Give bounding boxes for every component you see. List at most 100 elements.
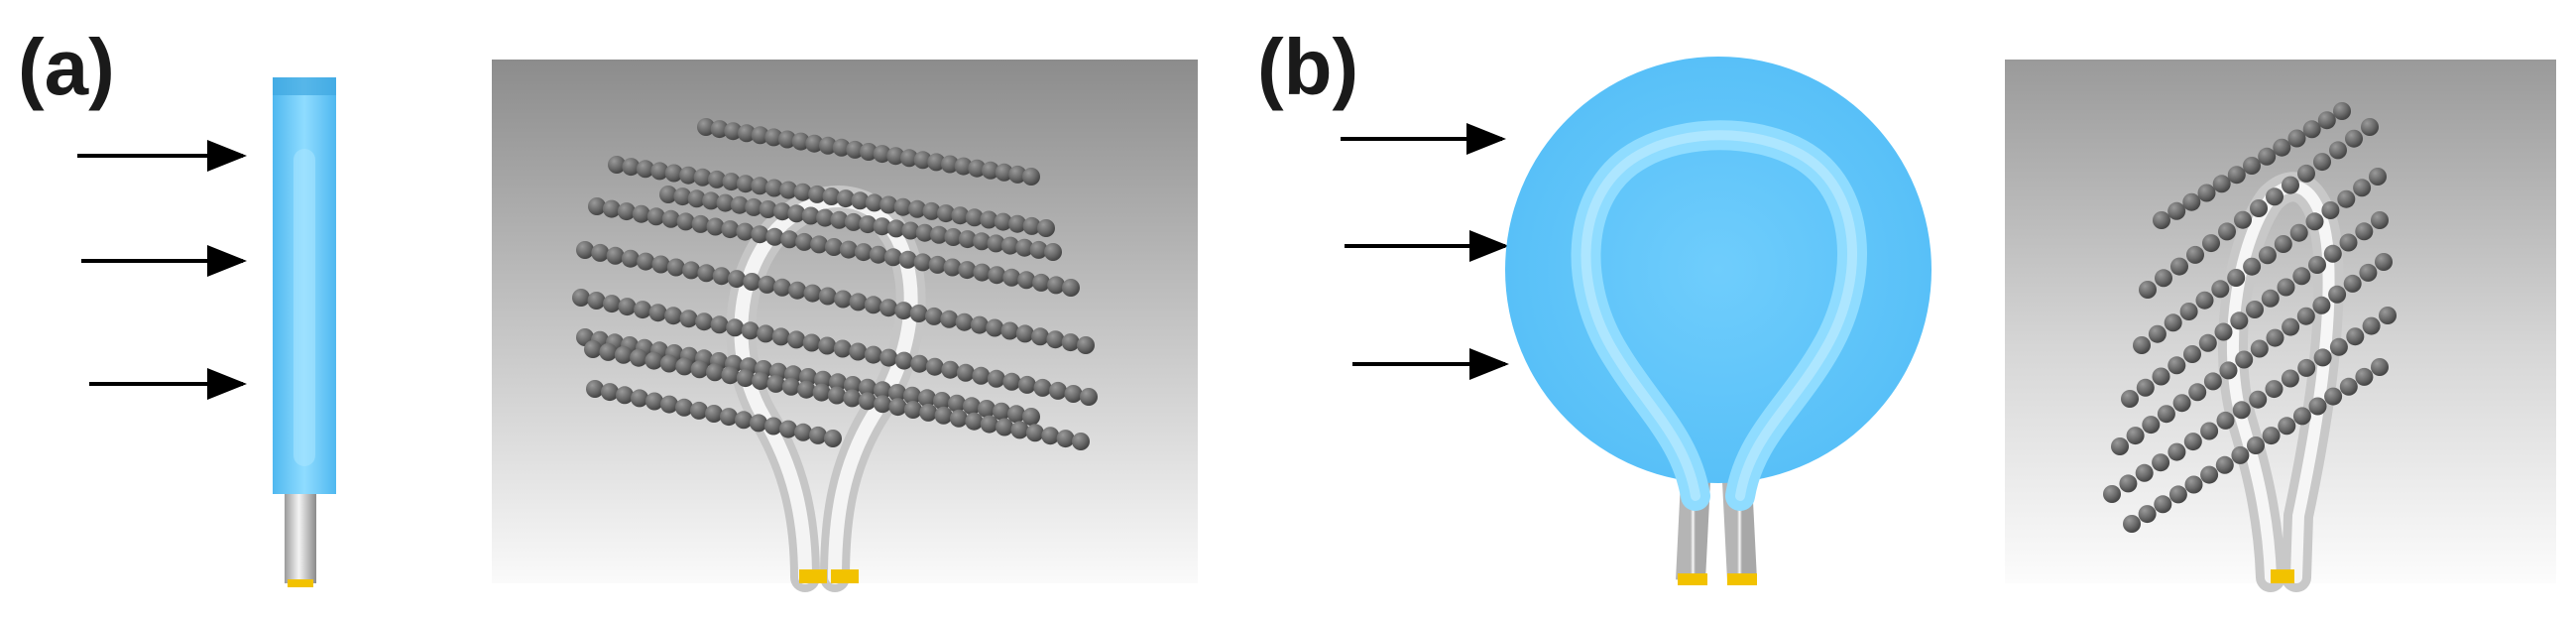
particle	[818, 287, 837, 306]
particle	[2215, 455, 2234, 474]
particle	[839, 240, 858, 259]
particle	[1022, 216, 1041, 235]
particle	[2167, 356, 2186, 375]
particle	[750, 414, 767, 433]
particle	[2337, 189, 2356, 208]
particle	[854, 243, 873, 262]
gold-base	[1678, 573, 1707, 585]
particle	[1008, 165, 1027, 184]
particle	[722, 173, 741, 191]
particle	[587, 292, 606, 310]
particle	[888, 384, 906, 402]
particle	[618, 298, 637, 316]
particle	[710, 315, 729, 334]
particle	[2333, 102, 2351, 120]
particle	[888, 398, 907, 417]
particle	[2231, 445, 2250, 464]
particle	[726, 318, 745, 337]
particle	[987, 234, 1005, 253]
particle	[2243, 257, 2262, 276]
particle	[2197, 184, 2216, 202]
particle	[771, 327, 790, 346]
particle	[894, 302, 913, 320]
particle	[874, 395, 892, 414]
particle	[972, 366, 991, 385]
particle	[743, 273, 761, 291]
particle	[682, 261, 701, 280]
particle	[982, 161, 999, 180]
particle	[791, 132, 810, 151]
particle	[1029, 240, 1048, 259]
particle	[724, 122, 743, 141]
particle	[616, 386, 634, 405]
particle	[631, 389, 648, 408]
particle	[2296, 307, 2315, 325]
particle	[705, 405, 723, 423]
particle	[751, 177, 769, 195]
particle	[721, 220, 740, 239]
particle	[2266, 187, 2283, 206]
gold-base	[2271, 569, 2294, 583]
particle	[751, 225, 769, 244]
particle	[810, 235, 829, 254]
particle	[2345, 129, 2363, 148]
particle	[2324, 387, 2343, 406]
particle	[2323, 244, 2342, 263]
particle	[1000, 236, 1019, 255]
particle	[832, 138, 851, 157]
particle	[2329, 141, 2347, 160]
gold-base	[1727, 573, 1757, 585]
particle	[795, 232, 814, 251]
particle	[576, 241, 594, 259]
particle	[986, 318, 1004, 337]
particle	[844, 212, 863, 231]
particle	[735, 411, 753, 430]
particle	[659, 354, 678, 373]
particle	[691, 214, 710, 233]
particle	[2230, 312, 2249, 330]
particle	[973, 232, 992, 251]
particle	[751, 126, 769, 145]
particle	[2198, 333, 2217, 352]
particle	[869, 245, 887, 264]
particle	[646, 207, 665, 226]
particle	[2262, 427, 2281, 445]
particle	[1002, 268, 1021, 287]
particle	[660, 395, 678, 414]
particle	[879, 348, 898, 367]
particle	[919, 403, 938, 422]
particle	[2212, 175, 2231, 193]
particle	[2355, 222, 2374, 241]
particle	[617, 202, 636, 221]
particle	[803, 284, 822, 303]
particle	[873, 217, 891, 236]
particle	[1032, 273, 1051, 292]
particle	[825, 238, 843, 256]
gold-base	[831, 569, 859, 583]
particle	[937, 204, 955, 223]
particle	[987, 369, 1005, 388]
particle	[687, 189, 706, 208]
particle	[2302, 120, 2321, 139]
gold-base	[288, 579, 313, 587]
particle	[2183, 433, 2202, 451]
particle	[710, 120, 729, 139]
particle	[2247, 436, 2265, 454]
particle	[2371, 211, 2389, 229]
particle	[915, 223, 934, 242]
particle	[2123, 515, 2141, 533]
particle	[2297, 358, 2316, 377]
particle	[1022, 408, 1040, 426]
particle	[2148, 324, 2166, 343]
particle	[893, 197, 912, 216]
panel-b-render	[2005, 60, 2556, 592]
particle	[2266, 328, 2284, 347]
particle	[948, 394, 966, 413]
particle	[2243, 157, 2261, 175]
particle	[802, 333, 821, 352]
particle	[908, 199, 927, 218]
particle	[910, 354, 929, 373]
particle	[644, 351, 663, 370]
particle	[1033, 378, 1052, 397]
